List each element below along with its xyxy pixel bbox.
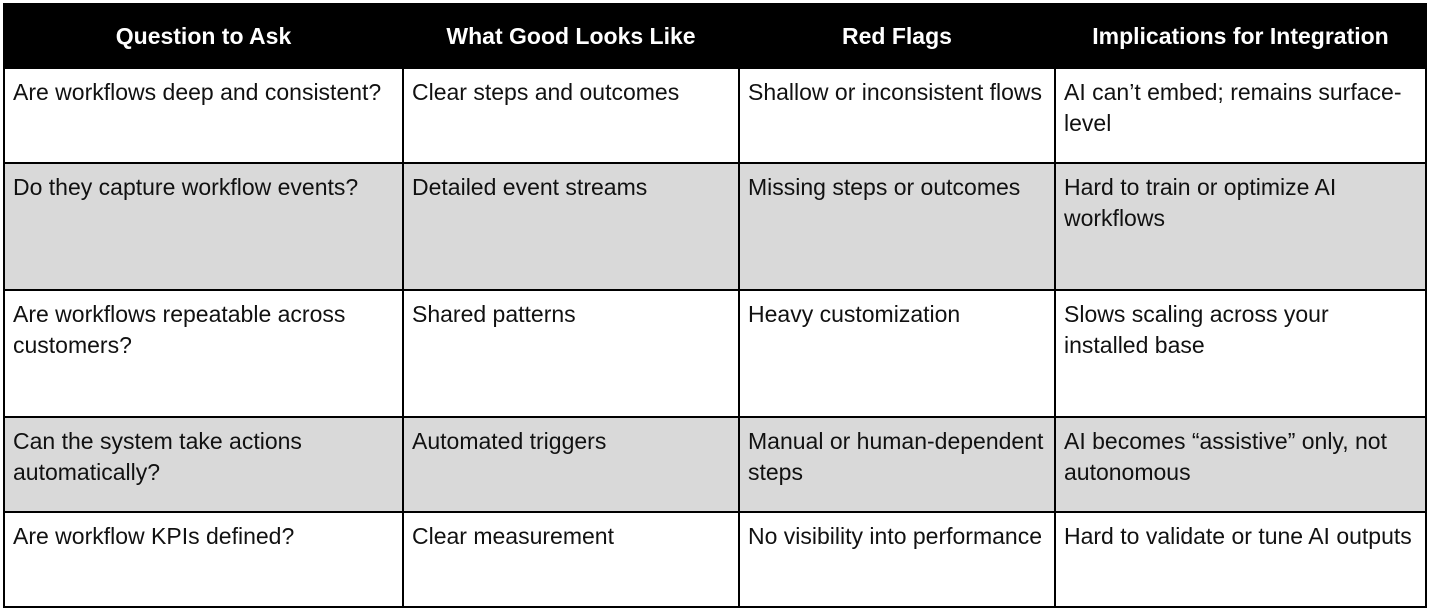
cell-red-flag: Shallow or inconsistent flows [738,67,1056,164]
header-good: What Good Looks Like [402,3,740,69]
integration-assessment-table: Question to Ask What Good Looks Like Red… [3,3,1427,608]
cell-question: Are workflows deep and consistent? [3,67,404,164]
cell-question: Are workflow KPIs defined? [3,511,404,608]
header-implications: Implications for Integration [1054,3,1427,69]
table-row: Can the system take actions automaticall… [3,416,1427,513]
cell-implication: AI becomes “assistive” only, not autonom… [1054,416,1427,513]
cell-good: Automated triggers [402,416,740,513]
header-row: Question to Ask What Good Looks Like Red… [3,3,1427,69]
cell-implication: Hard to validate or tune AI outputs [1054,511,1427,608]
cell-good: Clear steps and outcomes [402,67,740,164]
cell-implication: Slows scaling across your installed base [1054,289,1427,418]
table-row: Are workflows deep and consistent? Clear… [3,67,1427,164]
header-red-flags: Red Flags [738,3,1056,69]
cell-good: Detailed event streams [402,162,740,291]
cell-good: Shared patterns [402,289,740,418]
header-question: Question to Ask [3,3,404,69]
cell-red-flag: Missing steps or outcomes [738,162,1056,291]
table-row: Do they capture workflow events? Detaile… [3,162,1427,291]
cell-question: Can the system take actions automaticall… [3,416,404,513]
cell-question: Are workflows repeatable across customer… [3,289,404,418]
table-row: Are workflows repeatable across customer… [3,289,1427,418]
cell-red-flag: Heavy customization [738,289,1056,418]
table-row: Are workflow KPIs defined? Clear measure… [3,511,1427,608]
cell-implication: AI can’t embed; remains surface-level [1054,67,1427,164]
cell-red-flag: Manual or human-dependent steps [738,416,1056,513]
cell-good: Clear measurement [402,511,740,608]
cell-implication: Hard to train or optimize AI workflows [1054,162,1427,291]
cell-red-flag: No visibility into performance [738,511,1056,608]
cell-question: Do they capture workflow events? [3,162,404,291]
